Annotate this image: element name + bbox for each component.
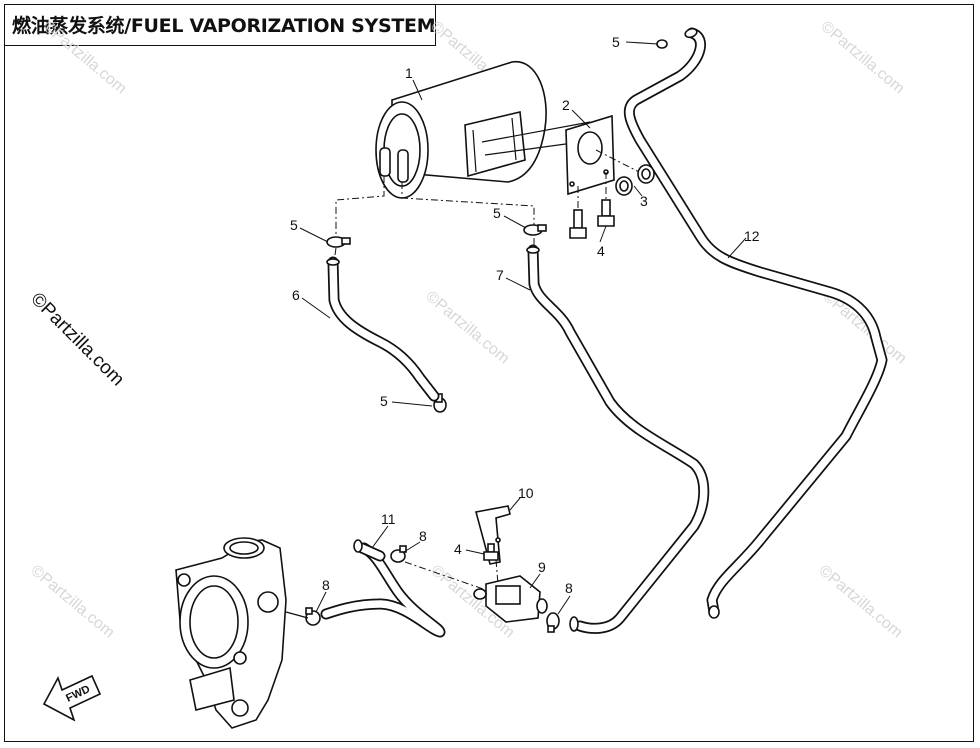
- watermark: ©Partzilla.com: [819, 288, 909, 367]
- callouts: 1 2 3 4 4 5 5 5 5 6 7 8 8 8: [290, 34, 760, 615]
- callout-12: 12: [744, 228, 760, 244]
- callout-8: 8: [419, 528, 427, 544]
- watermark: ©Partzilla.com: [815, 562, 905, 641]
- hose-7: [526, 244, 710, 634]
- callout-6: 6: [292, 287, 300, 303]
- callout-10: 10: [518, 485, 534, 501]
- nut-3: [595, 149, 655, 196]
- diagram-title: 燃油蒸发系统/FUEL VAPORIZATION SYSTEM: [12, 15, 436, 37]
- callout-11: 11: [381, 511, 396, 527]
- watermark: ©Partzilla.com: [39, 18, 129, 97]
- callout-8: 8: [322, 577, 330, 593]
- callout-4: 4: [597, 243, 605, 259]
- callout-7: 7: [496, 267, 504, 283]
- connection-lines: [333, 176, 535, 263]
- valve-9: [473, 575, 548, 623]
- bracket-10: [475, 505, 511, 585]
- callout-8: 8: [565, 580, 573, 596]
- watermark: ©Partzilla.com: [27, 562, 117, 641]
- callout-5: 5: [612, 34, 620, 50]
- callout-5: 5: [493, 205, 501, 221]
- clamp-8: [305, 545, 560, 633]
- callout-5: 5: [380, 393, 388, 409]
- callout-9: 9: [538, 559, 546, 575]
- callout-2: 2: [562, 97, 570, 113]
- fwd-arrow: FWD: [42, 674, 102, 722]
- callout-4: 4: [454, 541, 462, 557]
- callout-1: 1: [405, 65, 413, 81]
- hose-11: [320, 539, 446, 638]
- hose-12: [623, 27, 888, 619]
- diagram-frame: [4, 4, 974, 742]
- callout-3: 3: [640, 193, 648, 209]
- watermark-dark: ©Partzilla.com: [26, 289, 128, 391]
- throttle-body: [175, 537, 309, 729]
- bolt-4: [569, 172, 615, 239]
- canister-1: [375, 61, 596, 199]
- watermark: ©Partzilla.com: [422, 288, 512, 367]
- hose-6: [326, 256, 440, 402]
- bracket-2: [565, 114, 615, 196]
- title-box: 燃油蒸发系统/FUEL VAPORIZATION SYSTEM: [4, 4, 436, 46]
- callout-5: 5: [290, 217, 298, 233]
- watermark: ©Partzilla.com: [817, 18, 907, 97]
